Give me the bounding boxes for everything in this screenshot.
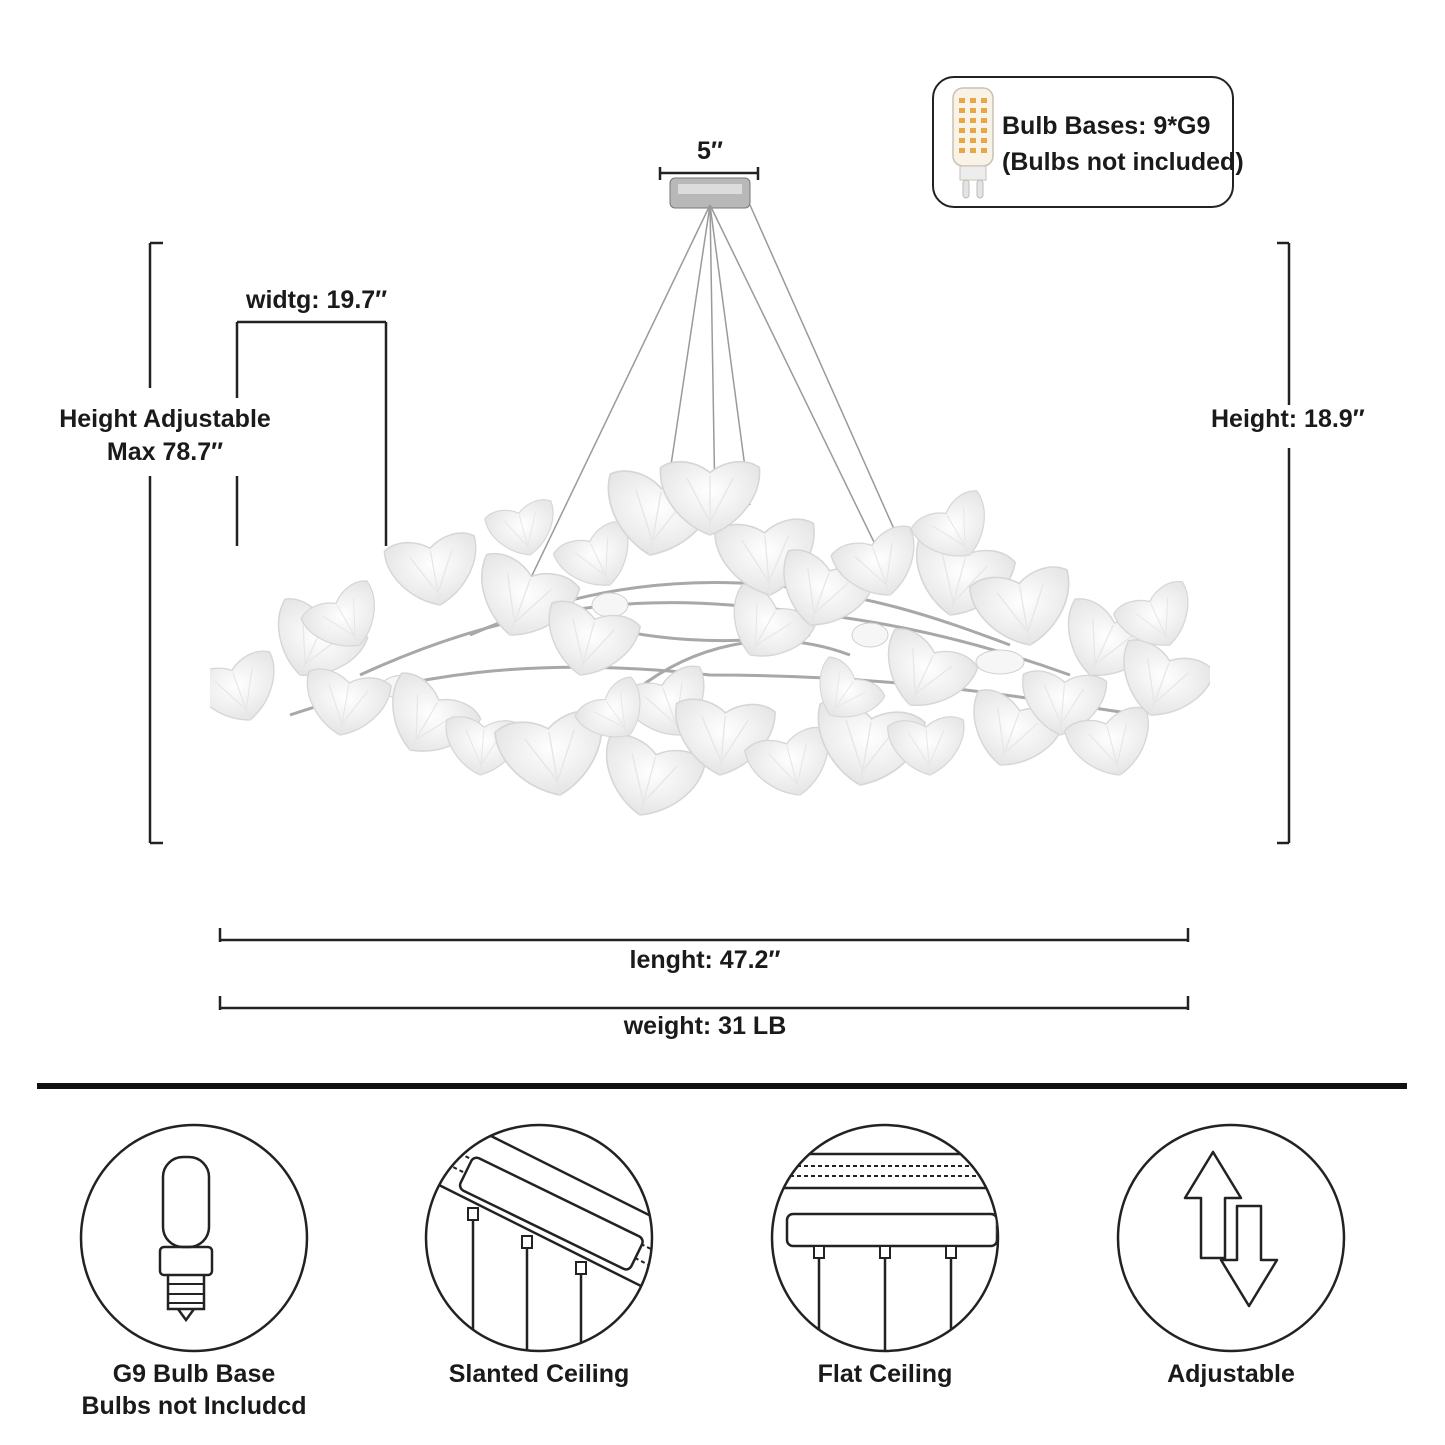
width-dimension-bracket	[235, 320, 388, 546]
ginkgo-chandelier-image	[210, 177, 1210, 829]
canopy-dimension-bracket	[658, 167, 760, 180]
height-adjustable-bracket	[148, 241, 163, 845]
g9-bulb-icon	[79, 1123, 309, 1353]
bulbs-not-included-text: (Bulbs not included)	[1002, 148, 1244, 176]
canopy-dimension-label: 5″	[697, 137, 723, 165]
adjustable-arrows-icon	[1116, 1123, 1346, 1353]
width-dimension-label: widtg: 19.7″	[246, 286, 388, 314]
length-dimension-bracket	[218, 928, 1190, 942]
height-adjustable-label: Height Adjustable Max 78.7″	[40, 403, 290, 469]
bulb-bases-text: Bulb Bases: 9*G9	[1002, 112, 1211, 140]
g9-led-bulb-icon	[952, 87, 994, 199]
feature-g9-line1: G9 Bulb Base	[112, 1360, 276, 1388]
feature-g9-label: G9 Bulb Base Bulbs not Includcd	[44, 1358, 344, 1422]
feature-flat-label: Flat Ceiling	[817, 1360, 953, 1388]
feature-g9-line2: Bulbs not Includcd	[81, 1392, 307, 1420]
flat-ceiling-icon	[770, 1123, 1000, 1353]
height-dimension-bracket	[1277, 241, 1291, 845]
feature-adjustable-label: Adjustable	[1167, 1360, 1295, 1388]
height-dimension-label: Height: 18.9″	[1211, 405, 1365, 433]
feature-slanted-label: Slanted Ceiling	[448, 1360, 630, 1388]
height-adjustable-line1: Height Adjustable	[59, 405, 271, 433]
bulb-info-box: Bulb Bases: 9*G9 (Bulbs not included)	[932, 76, 1244, 208]
weight-label: weight: 31 LB	[623, 1012, 787, 1040]
weight-bracket	[218, 996, 1190, 1010]
length-dimension-label: lenght: 47.2″	[629, 946, 781, 974]
height-adjustable-line2: Max 78.7″	[106, 438, 224, 466]
section-divider	[37, 1083, 1407, 1089]
slanted-ceiling-icon	[424, 1123, 654, 1353]
